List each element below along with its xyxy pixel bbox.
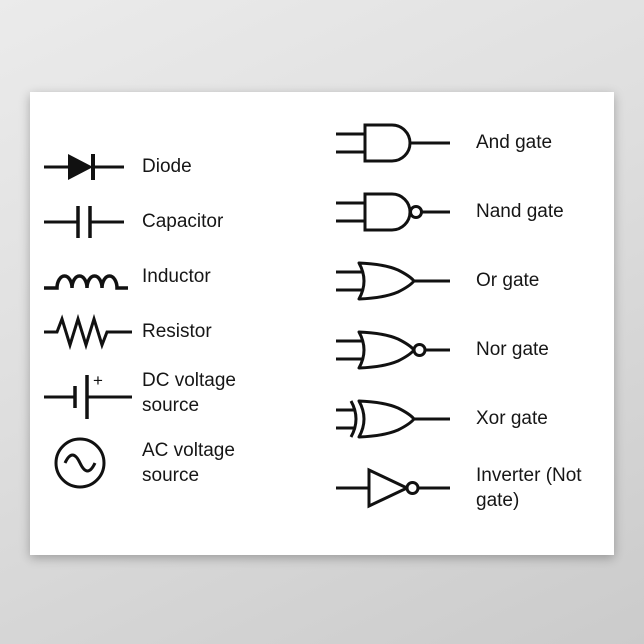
inductor-icon	[44, 257, 132, 297]
legend-row-and-gate: And gate	[336, 118, 606, 168]
or-gate-label: Or gate	[476, 270, 540, 292]
or-gate-icon	[336, 256, 454, 306]
legend-row-nor-gate: Nor gate	[336, 325, 606, 375]
legend-row-dc-voltage-source: + DC voltage source	[44, 367, 274, 419]
legend-row-resistor: Resistor	[44, 312, 274, 352]
diode-icon	[44, 147, 132, 187]
nand-gate-label: Nand gate	[476, 201, 564, 223]
components-column: Diode Capacitor Inductor	[44, 92, 274, 507]
legend-row-nand-gate: Nand gate	[336, 187, 606, 237]
ac-voltage-source-icon	[44, 435, 132, 491]
circuit-symbols-poster: Diode Capacitor Inductor	[30, 92, 614, 555]
dc-voltage-source-label: DC voltage source	[142, 369, 236, 416]
dc-voltage-source-icon: +	[44, 367, 132, 419]
and-gate-icon	[336, 118, 454, 168]
and-gate-label: And gate	[476, 132, 553, 154]
nor-gate-icon	[336, 325, 454, 375]
logic-gates-column: And gate Nand gate	[336, 92, 606, 532]
dc-plus-sign: +	[93, 371, 103, 390]
xor-gate-label: Xor gate	[476, 408, 548, 430]
xor-gate-icon	[336, 394, 454, 444]
capacitor-label: Capacitor	[142, 211, 224, 233]
nor-gate-label: Nor gate	[476, 339, 549, 361]
resistor-icon	[44, 312, 132, 352]
legend-row-or-gate: Or gate	[336, 256, 606, 306]
inductor-label: Inductor	[142, 266, 211, 288]
resistor-label: Resistor	[142, 321, 212, 343]
ac-voltage-source-label: AC voltage source	[142, 439, 235, 486]
legend-row-inductor: Inductor	[44, 257, 274, 297]
diode-label: Diode	[142, 156, 192, 178]
legend-row-capacitor: Capacitor	[44, 202, 274, 242]
inverter-not-gate-icon	[336, 463, 454, 513]
inverter-not-gate-label: Inverter (Not gate)	[476, 464, 582, 511]
capacitor-icon	[44, 202, 132, 242]
legend-row-inverter: Inverter (Not gate)	[336, 463, 606, 513]
nand-gate-icon	[336, 187, 454, 237]
legend-row-diode: Diode	[44, 147, 274, 187]
legend-row-xor-gate: Xor gate	[336, 394, 606, 444]
legend-row-ac-voltage-source: AC voltage source	[44, 434, 274, 492]
